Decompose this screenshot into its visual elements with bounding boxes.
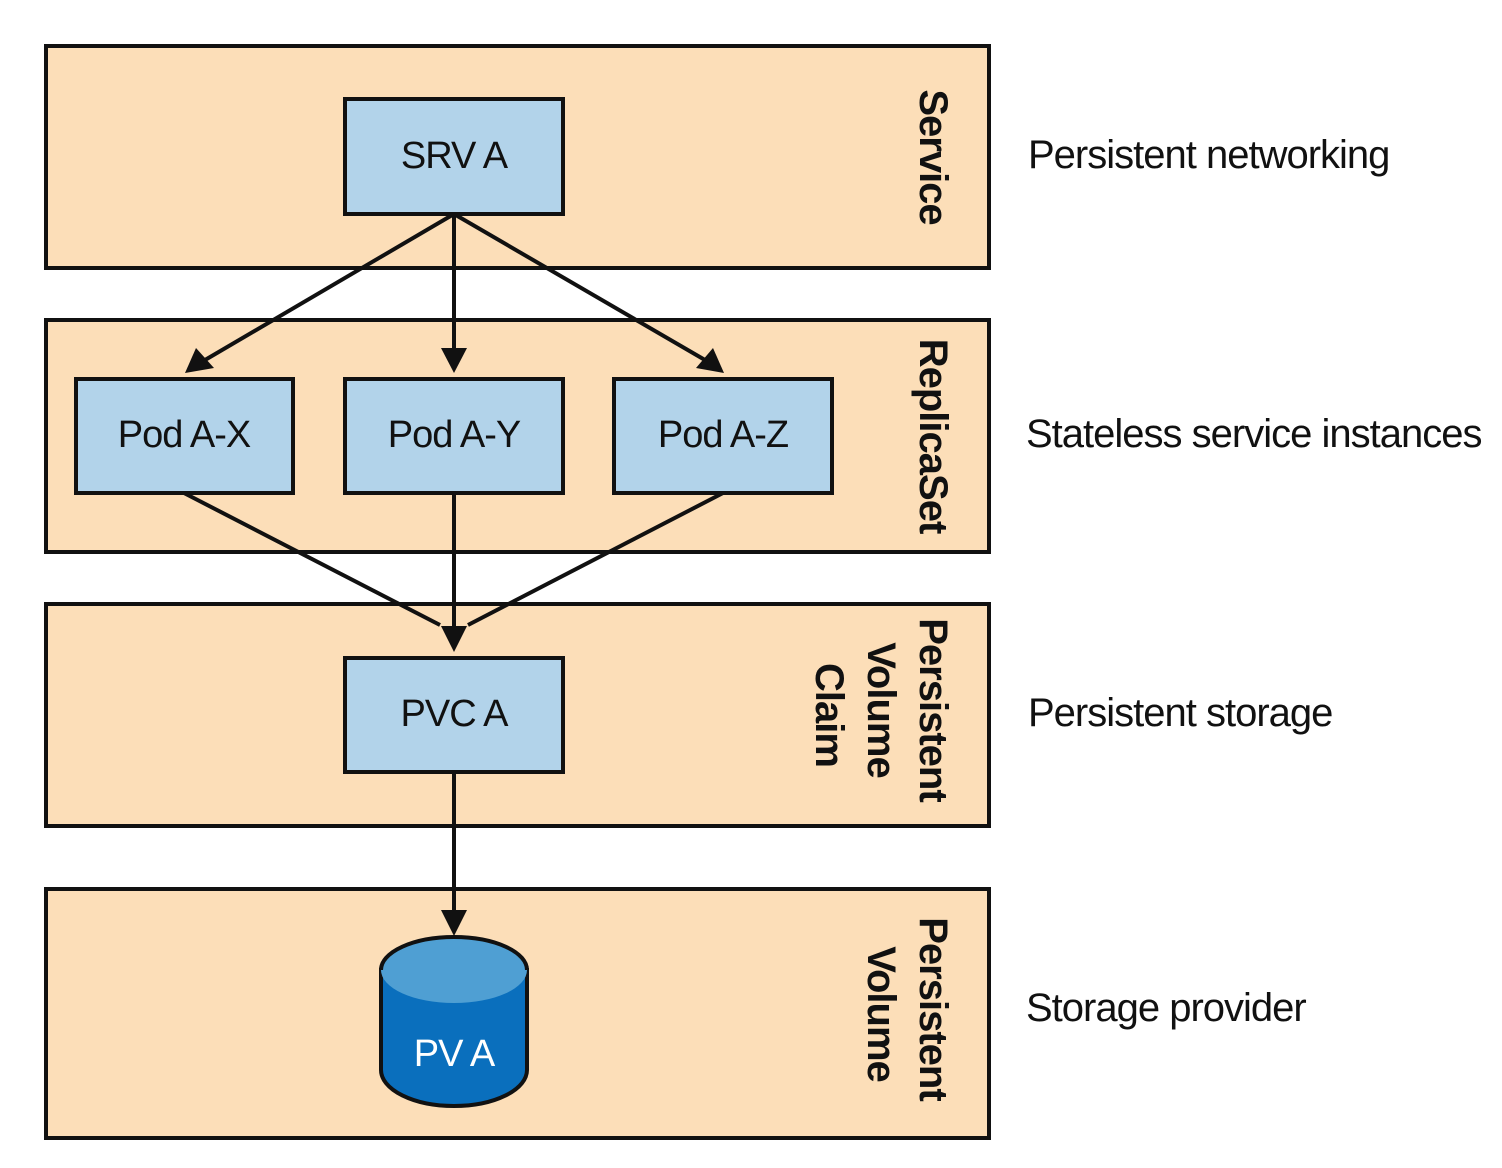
node-pvc-a-label: PVC A	[401, 693, 510, 735]
node-srv-a[interactable]: SRV A	[343, 97, 565, 216]
arrows	[183, 212, 724, 936]
description-pv: Storage provider	[1026, 986, 1306, 1030]
node-pod-a-y[interactable]: Pod A-Y	[343, 377, 565, 495]
node-pv-a[interactable]: PV A	[379, 935, 529, 1108]
node-pod-a-x[interactable]: Pod A-X	[74, 377, 295, 495]
arrow-pod-z-to-pvc	[467, 491, 724, 627]
arrowhead-pv	[441, 910, 467, 936]
node-pod-a-x-label: Pod A-X	[118, 414, 251, 456]
arrowhead-pod-x	[185, 348, 214, 373]
node-pvc-a[interactable]: PVC A	[343, 656, 565, 774]
node-pod-a-z[interactable]: Pod A-Z	[612, 377, 834, 495]
arrow-pod-x-to-pvc	[183, 491, 441, 627]
arrowhead-pvc	[441, 626, 467, 652]
layer-label-service: Service	[911, 89, 955, 224]
arrow-srv-to-pod-x	[203, 212, 456, 362]
layer-label-replicaset: ReplicaSet	[911, 339, 955, 534]
node-pod-a-y-label: Pod A-Y	[388, 414, 521, 456]
arrowhead-pod-y	[441, 348, 467, 373]
layer-label-pvc: Persistent Volume Claim	[807, 618, 955, 812]
description-service: Persistent networking	[1028, 133, 1389, 177]
arrowhead-pod-z	[696, 348, 724, 373]
node-pod-a-z-label: Pod A-Z	[658, 414, 789, 456]
node-srv-a-label: SRV A	[401, 135, 509, 177]
description-pvc: Persistent storage	[1028, 691, 1332, 735]
description-replicaset: Stateless service instances	[1026, 412, 1481, 456]
node-pv-a-label: PV A	[414, 1033, 496, 1075]
layer-label-pv: Persistent Volume	[859, 917, 955, 1111]
database-cylinder-icon	[379, 935, 529, 1108]
arrow-srv-to-pod-z	[452, 212, 707, 362]
